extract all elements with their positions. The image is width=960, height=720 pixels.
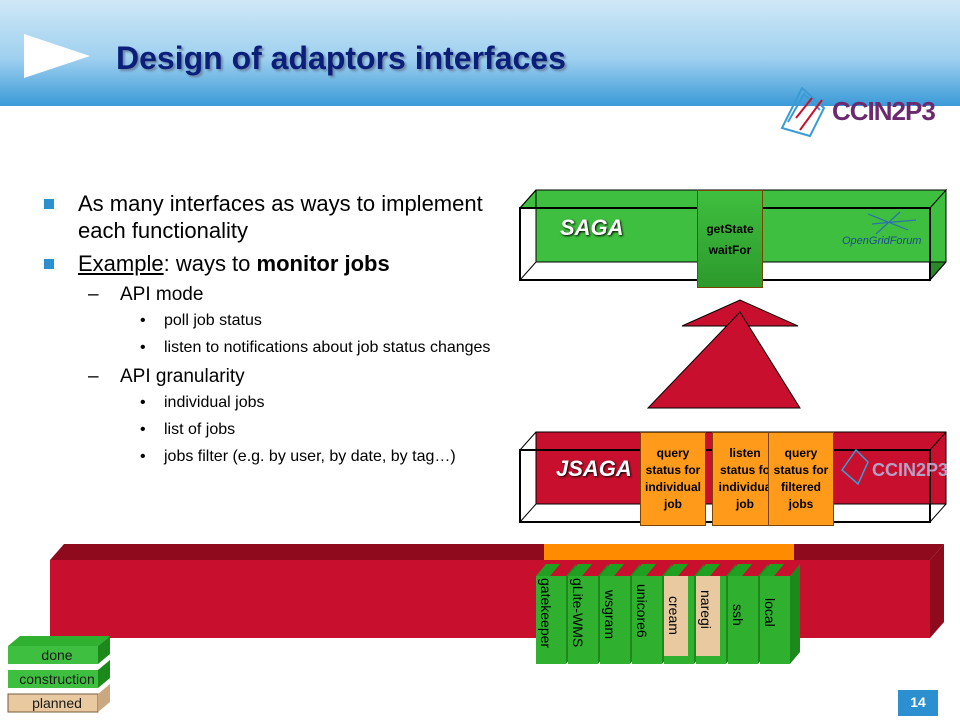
adaptor-gatekeeper: gatekeeper xyxy=(538,578,554,649)
sub-sub-bullet-item: • listen to notifications about job stat… xyxy=(140,339,491,356)
page-title: Design of adaptors interfaces xyxy=(116,40,566,76)
adaptor-wsgram: wsgram xyxy=(602,590,618,640)
ccin2p3-logo-text: CCIN2P3 xyxy=(832,96,936,126)
adaptor-ssh: ssh xyxy=(730,604,746,626)
interface-doc-query-filtered: query status for filtered jobs xyxy=(768,432,834,526)
bullet-item: Example: ways to monitor jobs xyxy=(44,250,524,277)
jsaga-logo-text: CCIN2P3 xyxy=(872,460,948,480)
ccin2p3-logo xyxy=(780,86,826,138)
bullet-list: As many interfaces as ways to implement … xyxy=(44,190,524,474)
adaptor-local: local xyxy=(762,598,778,627)
ogf-logo-text: OpenGridForum xyxy=(842,235,921,247)
ogf-logo-icon xyxy=(867,211,917,235)
adaptor-layer-bar xyxy=(50,544,944,638)
adaptor-cream: cream xyxy=(666,596,682,635)
page-number: 14 xyxy=(910,694,926,710)
legend-construction: construction xyxy=(19,671,95,687)
jsaga-label: JSAGA xyxy=(556,456,632,481)
adaptor-glite-wms: gLite-WMS xyxy=(570,578,586,648)
sub-bullet-item: – API mode xyxy=(88,284,204,305)
sub-sub-bullet-item: • poll job status xyxy=(140,312,262,329)
bullet-square-icon xyxy=(44,259,54,269)
legend-planned: planned xyxy=(32,695,82,711)
legend-blocks xyxy=(7,636,110,713)
sub-sub-bullet-item: • list of jobs xyxy=(140,421,236,438)
interface-doc-listen-individual: listen status fo individua job xyxy=(712,432,778,526)
interface-doc-query-individual: query status for individual job xyxy=(640,432,706,526)
bullet-item: As many interfaces as ways to implement … xyxy=(44,190,524,244)
sub-sub-bullet-item: • jobs filter (e.g. by user, by date, by… xyxy=(140,448,456,465)
adaptor-columns xyxy=(536,564,800,664)
sub-bullet-item: – API granularity xyxy=(88,366,245,387)
saga-interface-doc: getState waitFor xyxy=(697,190,763,288)
legend-done: done xyxy=(41,647,73,663)
play-arrow-icon xyxy=(24,34,90,78)
arrow-up-icon xyxy=(646,299,801,409)
ccin2p3-small-logo-icon xyxy=(840,448,869,486)
sub-sub-bullet-item: • individual jobs xyxy=(140,394,265,411)
page-number-box xyxy=(898,690,938,716)
header-band xyxy=(0,0,960,106)
saga-label: SAGA xyxy=(560,215,624,240)
bullet-square-icon xyxy=(44,199,54,209)
adaptor-unicore6: unicore6 xyxy=(634,584,650,638)
adaptor-naregi: naregi xyxy=(698,590,714,629)
